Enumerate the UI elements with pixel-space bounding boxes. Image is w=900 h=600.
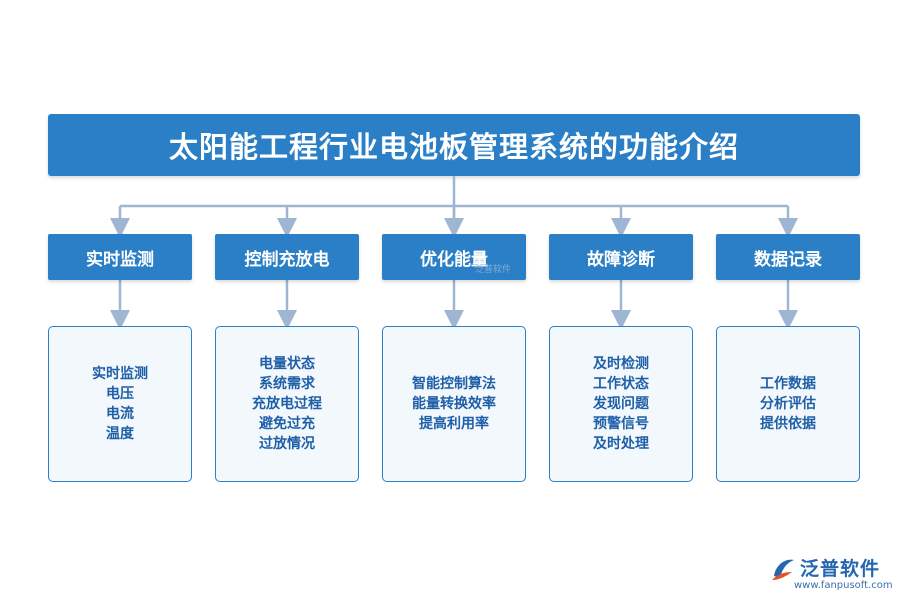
detail-item: 电流 [106,406,134,422]
detail-item: 分析评估 [760,396,816,412]
category-box-data-recording: 数据记录 [716,234,860,280]
detail-item: 电压 [106,386,134,402]
detail-item: 充放电过程 [252,396,322,412]
brand-mark-icon [772,559,794,580]
detail-item: 系统需求 [259,376,315,392]
detail-item: 实时监测 [92,366,148,382]
detail-item: 过放情况 [259,436,315,452]
category-box-charge-control: 控制充放电 [215,234,359,280]
detail-box-fault-diagnosis: 及时检测 工作状态 发现问题 预警信号 及时处理 [549,326,693,482]
detail-item: 发现问题 [593,396,649,412]
detail-item: 及时处理 [593,436,649,452]
category-box-energy-optimization: 优化能量 [382,234,526,280]
detail-box-energy-optimization: 智能控制算法 能量转换效率 提高利用率 [382,326,526,482]
watermark-text: 泛普软件 [475,265,512,275]
detail-item: 工作数据 [760,376,816,392]
brand-url: www.fanpusoft.com [794,580,893,591]
detail-item: 智能控制算法 [412,376,496,392]
detail-item: 预警信号 [593,416,649,432]
detail-item: 能量转换效率 [412,396,496,412]
detail-box-data-recording: 工作数据 分析评估 提供依据 [716,326,860,482]
detail-item: 工作状态 [593,376,649,392]
detail-box-realtime-monitoring: 实时监测 电压 电流 温度 [48,326,192,482]
brand-logo: 泛普软件 www.fanpusoft.com [770,554,893,594]
detail-item: 避免过充 [259,416,315,432]
detail-item: 提供依据 [760,416,816,432]
detail-item: 电量状态 [259,356,315,372]
detail-item: 及时检测 [593,356,649,372]
detail-item: 提高利用率 [419,416,489,432]
brand-name: 泛普软件 [800,558,881,580]
diagram-title: 太阳能工程行业电池板管理系统的功能介绍 [48,114,860,176]
detail-box-charge-control: 电量状态 系统需求 充放电过程 避免过充 过放情况 [215,326,359,482]
category-box-fault-diagnosis: 故障诊断 [549,234,693,280]
category-box-realtime-monitoring: 实时监测 [48,234,192,280]
detail-item: 温度 [106,426,134,442]
